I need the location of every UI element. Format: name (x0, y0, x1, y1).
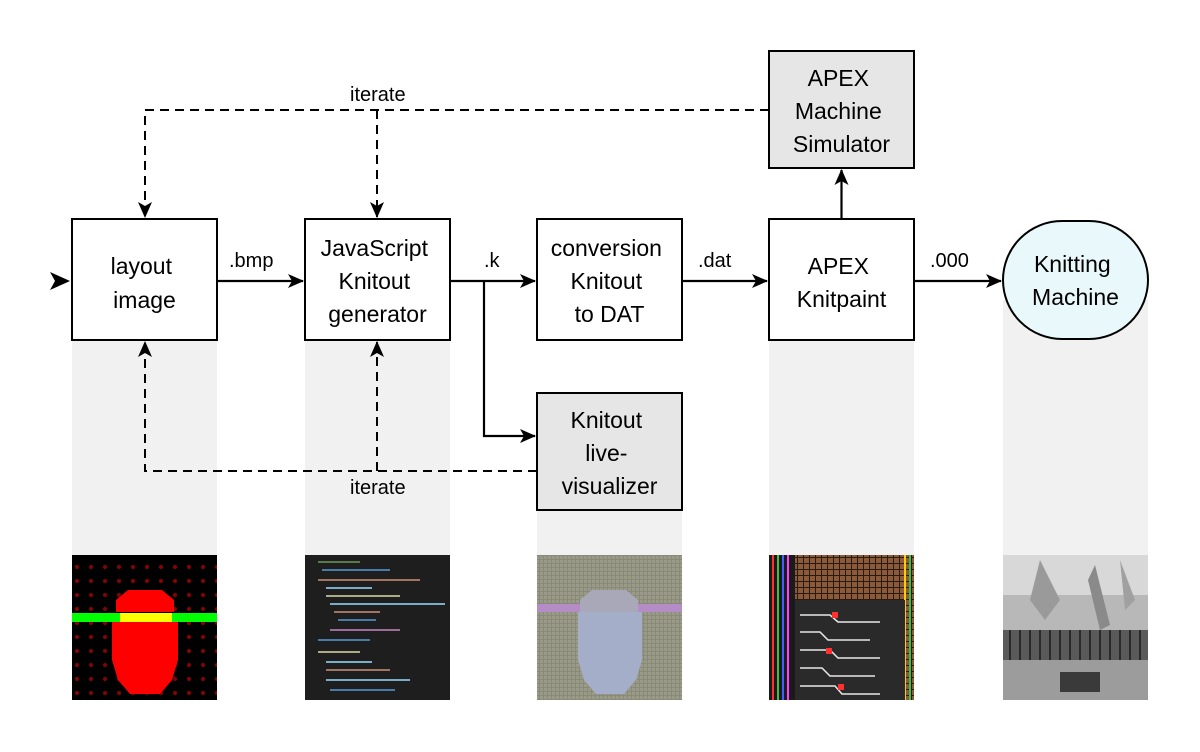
knitting-machine-node: Knitting Machine (1002, 220, 1149, 340)
svg-text:conversion Knitout: conversion Knitout to DAT (551, 235, 669, 327)
visualizer-label-2: live- (585, 440, 627, 466)
column-bg-visualizer (537, 510, 682, 555)
iterate-loop-top (138, 109, 769, 218)
machine-label-2: Machine (1032, 284, 1119, 310)
layout-image-label-1: layout (111, 253, 173, 279)
conversion-box: conversion Knitout to DAT (536, 218, 683, 341)
generator-label-2: Knitout (339, 268, 411, 294)
edge-label-dat: .dat (698, 250, 732, 272)
apex-simulator-box: APEX Machine Simulator (768, 50, 915, 169)
visualizer-label-1: Knitout (571, 407, 643, 433)
generator-label-1: JavaScript (321, 235, 429, 261)
knitpaint-grid-thumbnail (769, 555, 914, 700)
iterate-label-bottom: iterate (350, 477, 406, 499)
column-bg-knitpaint (769, 340, 914, 555)
knitpaint-label-2: Knitpaint (797, 286, 887, 312)
visualizer-label-3: visualizer (562, 473, 658, 499)
svg-text:JavaScript Knitout: JavaScript Knitout generator (321, 235, 435, 327)
svg-text:APEX Knitpaint: APEX Knitpaint (797, 253, 887, 312)
generator-label-3: generator (328, 301, 427, 327)
knitout-generator-box: JavaScript Knitout generator (304, 218, 451, 341)
simulator-label-2: Machine (795, 98, 882, 124)
edge-label-k: .k (484, 250, 501, 272)
svg-text:Knitout live- visu: Knitout live- visualizer (562, 407, 658, 499)
layout-image-label-2: image (113, 287, 176, 313)
iterate-loop-bottom (138, 341, 537, 472)
conversion-label-2: Knitout (571, 268, 643, 294)
layout-bitmap-thumbnail (72, 555, 217, 700)
arrow-generator-to-visualizer (482, 281, 536, 443)
svg-text:layout image: layout image (111, 253, 179, 313)
code-editor-thumbnail (305, 555, 450, 700)
svg-text:Knitting Machine: Knitting Machine (1032, 251, 1119, 310)
conversion-label-1: conversion (551, 235, 662, 261)
conversion-label-3: to DAT (575, 301, 645, 327)
svg-text:APEX Machine Simul: APEX Machine Simulator (793, 65, 890, 157)
edge-label-bmp: .bmp (229, 250, 273, 272)
live-visualizer-box: Knitout live- visualizer (536, 392, 683, 511)
edge-label-000: .000 (930, 250, 969, 272)
machine-photo-thumbnail (1003, 555, 1148, 700)
machine-label-1: Knitting (1034, 251, 1111, 277)
apex-knitpaint-box: APEX Knitpaint (768, 218, 915, 341)
iterate-label-top: iterate (350, 84, 406, 106)
layout-image-box: layout image (71, 218, 218, 341)
visualizer-render-thumbnail (537, 555, 682, 700)
knitpaint-label-1: APEX (808, 253, 869, 279)
column-bg-machine (1003, 300, 1148, 555)
column-bg-layout (72, 340, 217, 555)
simulator-label-1: APEX (808, 65, 869, 91)
simulator-label-3: Simulator (793, 131, 890, 157)
input-arrow (50, 272, 70, 290)
